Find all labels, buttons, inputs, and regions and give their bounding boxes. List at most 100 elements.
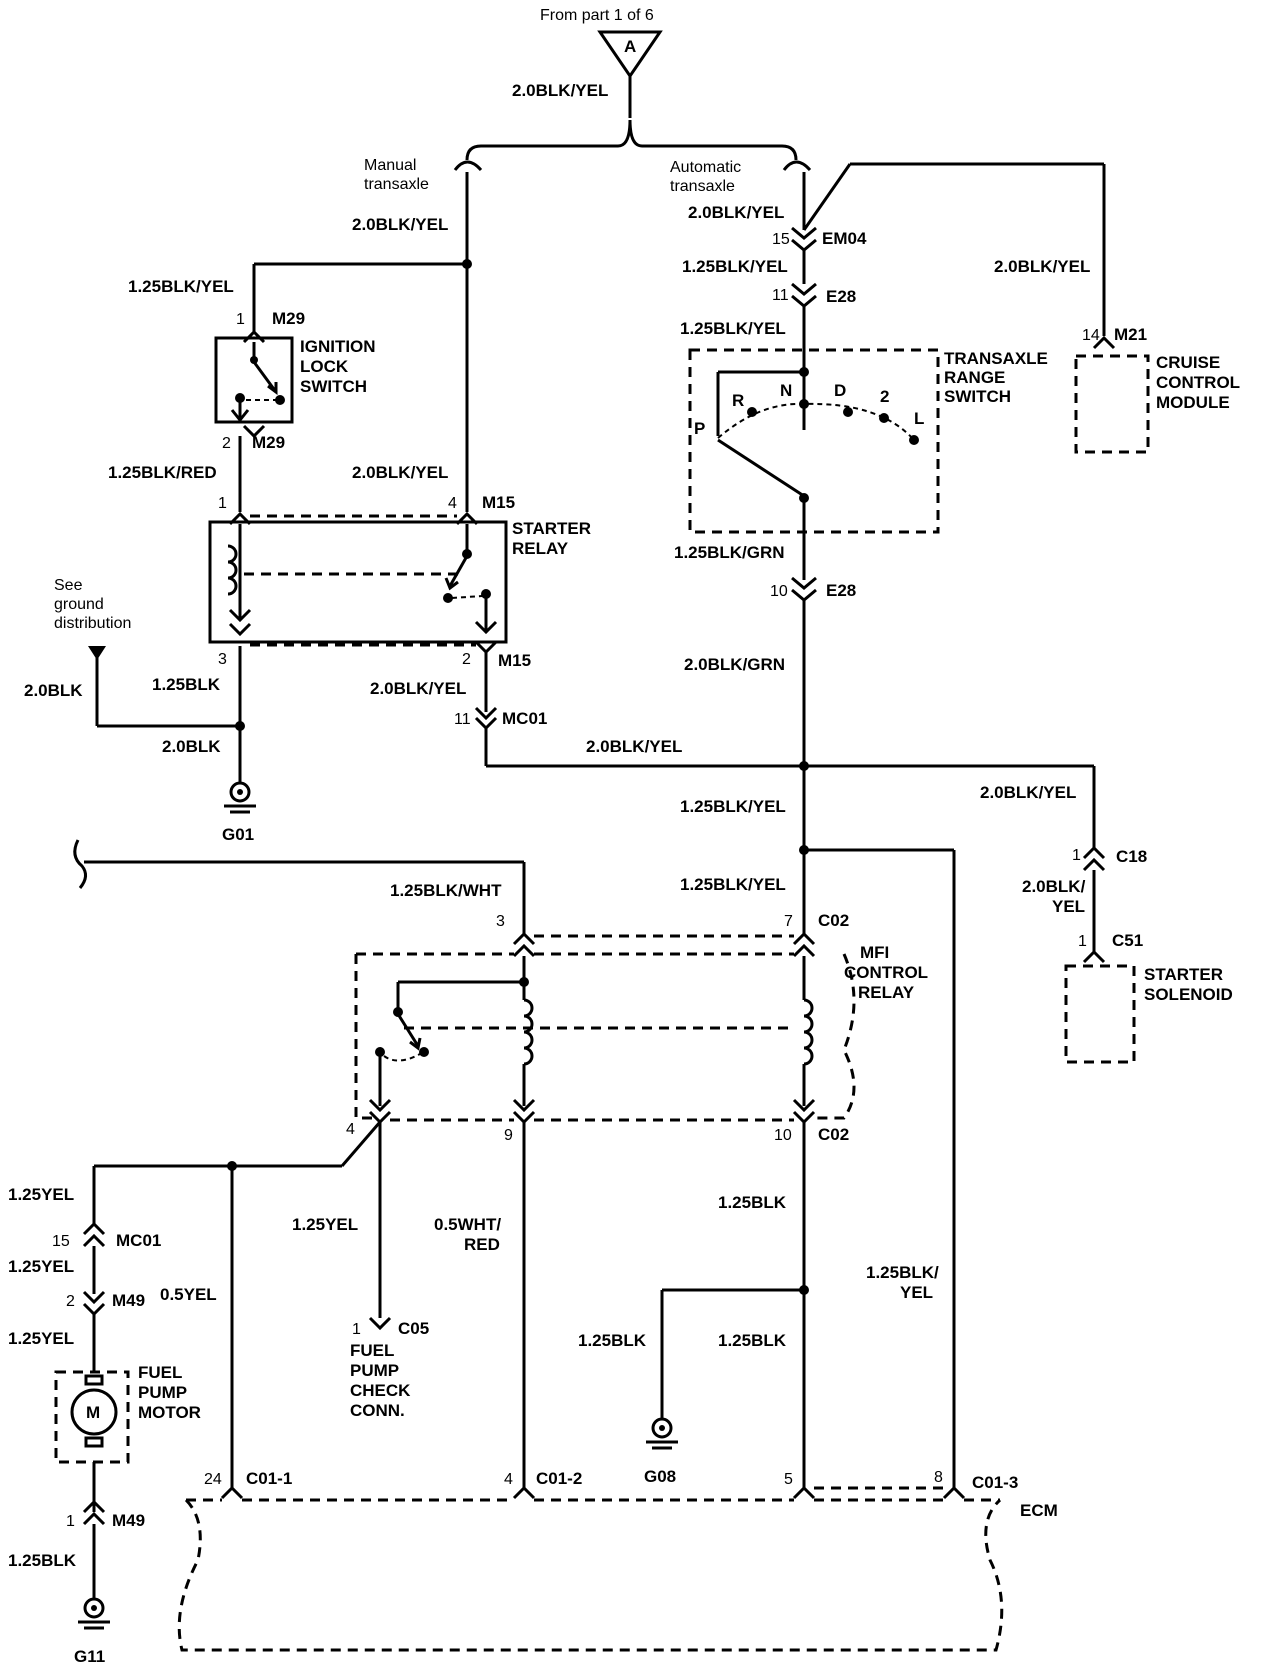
wire-fp-1: 1.25YEL (8, 1185, 74, 1204)
wire-mfi-3: 1.25BLK/WHT (390, 881, 502, 900)
svg-text:2: 2 (66, 1293, 75, 1310)
svg-text:11: 11 (772, 287, 789, 304)
svg-text:24: 24 (204, 1471, 222, 1488)
svg-text:M49: M49 (112, 1511, 145, 1530)
svg-text:G08: G08 (644, 1467, 676, 1486)
svg-text:M: M (86, 1403, 100, 1422)
svg-text:1: 1 (1078, 933, 1087, 950)
connector-a-triangle: A (597, 30, 663, 79)
svg-text:EM04: EM04 (822, 229, 867, 248)
svg-text:7: 7 (784, 913, 793, 930)
svg-text:1: 1 (236, 311, 245, 328)
wire-em04-e28: 1.25BLK/YEL (682, 257, 788, 276)
svg-text:M29: M29 (272, 309, 305, 328)
svg-text:C51: C51 (1112, 931, 1143, 950)
wire-e28-down: 2.0BLK/GRN (684, 655, 785, 674)
wire-g08-a: 1.25BLK (578, 1331, 647, 1350)
svg-text:C05: C05 (398, 1319, 429, 1338)
svg-text:MC01: MC01 (116, 1231, 161, 1250)
wire-c01-8: 1.25BLK/YEL (866, 1263, 939, 1302)
svg-text:MC01: MC01 (502, 709, 547, 728)
svg-text:15: 15 (772, 231, 790, 248)
wire-relay-in4: 2.0BLK/YEL (352, 463, 448, 482)
ground-g01: G01 (222, 781, 256, 844)
svg-text:P: P (694, 419, 705, 438)
wire-gnd-left: 2.0BLK (24, 681, 83, 700)
wire-c01-24: 0.5YEL (160, 1285, 217, 1304)
split-brace (465, 119, 798, 161)
svg-text:R: R (732, 391, 744, 410)
svg-text:2: 2 (880, 387, 889, 406)
wire-fp-3: 1.25YEL (8, 1329, 74, 1348)
svg-text:2: 2 (462, 651, 471, 668)
svg-text:14: 14 (1082, 327, 1100, 344)
wire-starter-feed: 2.0BLK/YEL (980, 783, 1076, 802)
svg-text:C01-2: C01-2 (536, 1469, 582, 1488)
svg-text:11: 11 (454, 711, 471, 728)
svg-text:4: 4 (448, 495, 457, 512)
svg-text:5: 5 (784, 1471, 793, 1488)
svg-text:10: 10 (774, 1127, 792, 1144)
wire-top-label: 2.0BLK/YEL (512, 81, 608, 100)
svg-text:M29: M29 (252, 433, 285, 452)
svg-text:C02: C02 (818, 1125, 849, 1144)
svg-text:C18: C18 (1116, 847, 1147, 866)
svg-text:G11: G11 (74, 1647, 105, 1666)
svg-text:9: 9 (504, 1127, 513, 1144)
wire-c02-10: 1.25BLK (718, 1193, 787, 1212)
ecm: 24 C01-1 4 C01-2 5 8 C01-3 ECM (177, 1469, 1058, 1652)
svg-text:2: 2 (222, 435, 231, 452)
wire-mc01-bus: 2.0BLK/YEL (586, 737, 682, 756)
from-part-label: From part 1 of 6 (540, 7, 654, 24)
svg-text:M15: M15 (482, 493, 515, 512)
svg-text:E28: E28 (826, 581, 856, 600)
wire-c02-7: 1.25BLK/YEL (680, 875, 786, 894)
wire-manual-main: 2.0BLK/YEL (352, 215, 448, 234)
wire-c05: 1.25YEL (292, 1215, 358, 1234)
svg-text:1: 1 (218, 495, 227, 512)
wire-ign-in: 1.25BLK/YEL (128, 277, 234, 296)
svg-text:M21: M21 (1114, 325, 1147, 344)
wire-gnd-g01: 2.0BLK (162, 737, 221, 756)
svg-text:E28: E28 (826, 287, 856, 306)
svg-text:D: D (834, 381, 846, 400)
wire-c18-c51: 2.0BLK/YEL (1022, 877, 1086, 916)
svg-text:C01-1: C01-1 (246, 1469, 292, 1488)
svg-text:1: 1 (1072, 847, 1081, 864)
svg-text:4: 4 (346, 1121, 355, 1138)
wire-fp-2: 1.25YEL (8, 1257, 74, 1276)
ground-g11: G11 (74, 1597, 110, 1666)
svg-text:G01: G01 (222, 825, 254, 844)
svg-text:M15: M15 (498, 651, 531, 670)
svg-text:M49: M49 (112, 1291, 145, 1310)
svg-text:10: 10 (770, 583, 788, 600)
wire-ign-out: 1.25BLK/RED (108, 463, 217, 482)
svg-text:8: 8 (934, 1469, 943, 1486)
wire-g08-b: 1.25BLK (718, 1331, 787, 1350)
wire-g11: 1.25BLK (8, 1551, 77, 1570)
wire-auto-main: 2.0BLK/YEL (688, 203, 784, 222)
svg-text:N: N (780, 381, 792, 400)
svg-text:1: 1 (352, 1321, 361, 1338)
svg-text:C01-3: C01-3 (972, 1473, 1018, 1492)
svg-text:3: 3 (218, 651, 227, 668)
wire-trs-out: 1.25BLK/GRN (674, 543, 785, 562)
